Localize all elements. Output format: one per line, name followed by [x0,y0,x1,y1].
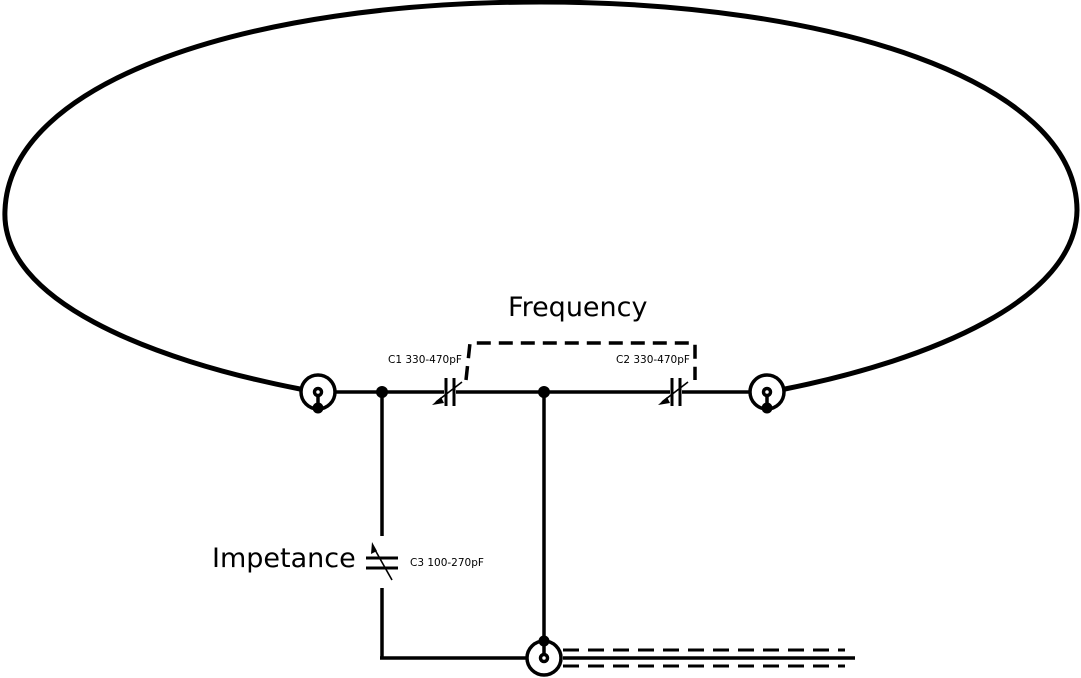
capacitor-c1 [432,378,463,406]
capacitor-c2 [658,378,689,406]
impedance-label: Impetance [212,543,356,574]
c2-label: C2 330-470pF [616,354,690,366]
terminal-right [748,373,786,414]
terminal-feed [525,635,563,677]
antenna-loop [2,0,1080,392]
c1-label: C1 330-470pF [388,354,462,366]
frequency-label: Frequency [508,292,648,323]
terminal-left [299,373,337,414]
capacitor-c3 [366,542,398,581]
junction-left-node [376,386,388,398]
junction-center-node [538,386,550,398]
c3-label: C3 100-270pF [410,557,484,569]
